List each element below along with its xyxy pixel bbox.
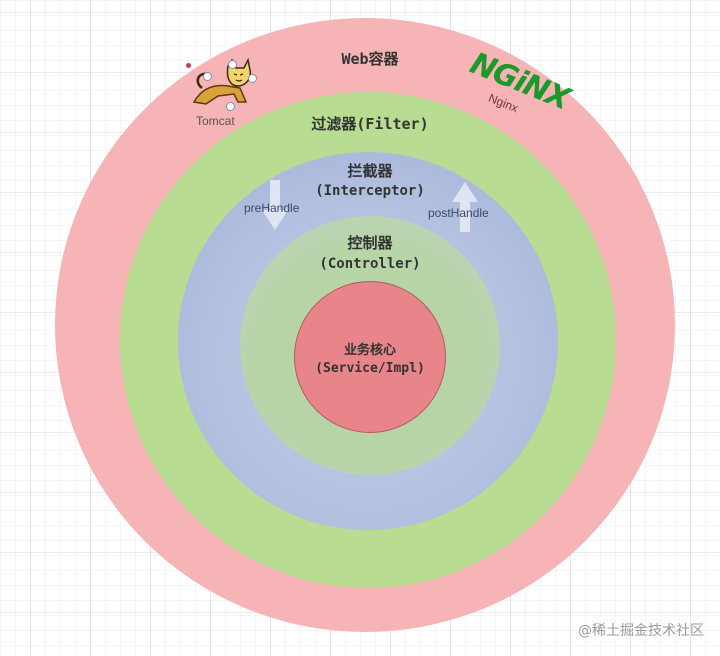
selection-handle xyxy=(203,72,212,81)
arrow-up-icon xyxy=(452,182,478,232)
tomcat-cat-icon xyxy=(192,58,252,105)
prehandle-label: preHandle xyxy=(244,201,300,215)
selection-handle xyxy=(228,60,237,69)
tomcat-label: Tomcat xyxy=(196,114,235,128)
core-label: 业务核心 xyxy=(343,343,396,358)
controller-label: 控制器 xyxy=(347,234,393,252)
interceptor-sublabel: (Interceptor) xyxy=(315,183,425,199)
service-core-layer xyxy=(294,281,446,433)
interceptor-label: 拦截器 xyxy=(347,162,393,180)
web-container-label: Web容器 xyxy=(341,50,399,68)
selection-handle xyxy=(226,102,235,111)
posthandle-label: postHandle xyxy=(428,206,489,220)
controller-sublabel: (Controller) xyxy=(319,256,421,272)
filter-label: 过滤器(Filter) xyxy=(311,115,429,133)
selection-handle xyxy=(248,74,257,83)
rotate-handle xyxy=(186,63,191,68)
core-sublabel: (Service/Impl) xyxy=(315,361,425,376)
arrow-down-icon xyxy=(262,180,288,230)
watermark: @稀土掘金技术社区 xyxy=(578,623,704,639)
